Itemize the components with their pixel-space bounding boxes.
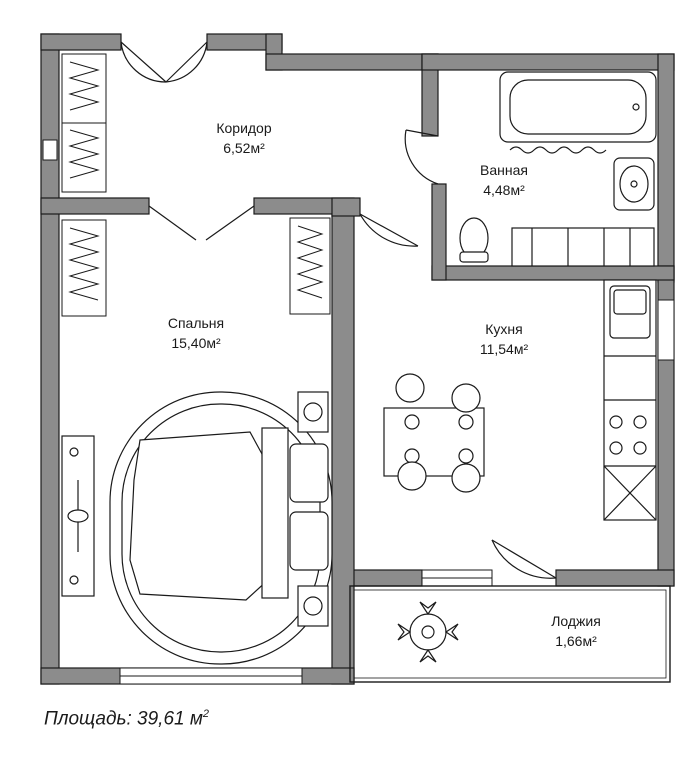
- bedroom-fixtures: [61, 391, 333, 665]
- corridor-area: 6,52м²: [223, 140, 265, 156]
- bedroom-name: Спальня: [168, 315, 224, 331]
- nightstand: [297, 585, 329, 627]
- wardrobes: [61, 53, 331, 317]
- loggia-area: 1,66м²: [555, 633, 597, 649]
- chair: [451, 383, 481, 413]
- bathroom-fixtures: [459, 71, 657, 267]
- room-labels: Коридор 6,52м² Ванная 4,48м² Спальня 15,…: [168, 120, 601, 649]
- kitchen-name: Кухня: [485, 321, 522, 337]
- kitchen-fixtures: [383, 279, 657, 521]
- plant-icon: [397, 601, 459, 663]
- chair: [395, 373, 425, 403]
- loggia-name: Лоджия: [551, 613, 601, 629]
- bathroom-area: 4,48м²: [483, 182, 525, 198]
- kitchen-area: 11,54м²: [480, 341, 529, 357]
- chair: [451, 463, 481, 493]
- corridor-name: Коридор: [216, 120, 272, 136]
- loggia-outline: [349, 585, 671, 683]
- bathroom-name: Ванная: [480, 162, 528, 178]
- total-area-unit-power: 2: [202, 708, 210, 720]
- doors: [120, 41, 557, 579]
- total-area-value: Площадь: 39,61 м: [44, 708, 203, 730]
- bedroom-area: 15,40м²: [171, 335, 221, 351]
- chair: [397, 461, 427, 491]
- windows: [42, 139, 675, 685]
- total-area-label: Площадь: 39,61 м2: [44, 708, 209, 730]
